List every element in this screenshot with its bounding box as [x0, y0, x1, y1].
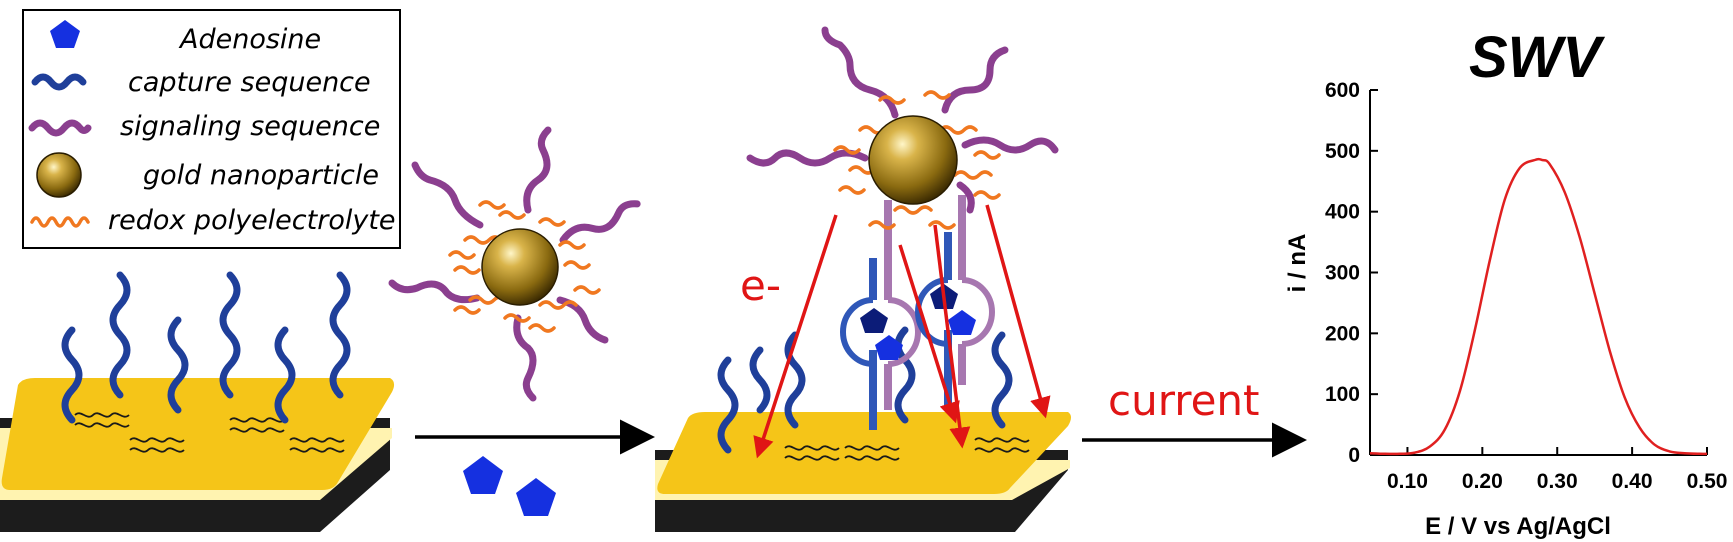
adenosine-icon: [50, 20, 80, 48]
x-tick-label: 0.50: [1687, 470, 1728, 493]
y-tick-label: 500: [1325, 140, 1360, 163]
adenosine-molecules: [463, 456, 556, 516]
x-tick-label: 0.30: [1537, 470, 1578, 493]
y-tick-label: 200: [1325, 322, 1360, 345]
legend-item-gold: gold nanoparticle: [36, 152, 379, 198]
electrode-gold-surface: [1, 378, 395, 490]
adenosine-icon: [948, 310, 976, 335]
y-tick-label: 0: [1348, 444, 1360, 467]
nanoparticle-conjugate-bound: [746, 26, 1059, 230]
x-tick-label: 0.20: [1462, 470, 1503, 493]
capture-strands: [61, 271, 351, 424]
swv-chart: SWV 0 100 200 300 400 500 600 0.10 0.20 0.30 0.40…: [1284, 25, 1727, 540]
legend-label-gold: gold nanoparticle: [143, 160, 379, 191]
capture-sequence-icon: [31, 73, 87, 91]
electrode-gold-surface: [657, 412, 1071, 494]
legend-label-signal: signaling sequence: [120, 111, 380, 142]
signal-strands: [746, 26, 1059, 214]
adenosine-icon: [875, 335, 903, 360]
legend-item-adenosine: Adenosine: [50, 20, 321, 55]
current-label: current: [1108, 376, 1260, 425]
adenosine-icon: [516, 478, 556, 516]
legend-label-adenosine: Adenosine: [178, 24, 321, 55]
adenosine-icon: [463, 456, 503, 494]
y-tick-label: 100: [1325, 383, 1360, 406]
y-tick-label: 600: [1325, 79, 1360, 102]
x-ticks: 0.10 0.20 0.30 0.40 0.50: [1387, 447, 1727, 493]
swv-curve: [1369, 157, 1708, 456]
gold-nanoparticle: [868, 115, 958, 205]
sandwich-complex: [840, 200, 921, 430]
x-axis-label: E / V vs Ag/AgCl: [1425, 513, 1611, 540]
x-tick-label: 0.40: [1612, 470, 1653, 493]
y-axis-label: i / nA: [1284, 234, 1311, 293]
surface-coils: [74, 412, 345, 453]
redox-shell: [448, 200, 601, 333]
legend-item-capture: capture sequence: [31, 67, 371, 98]
legend-item-signal: signaling sequence: [28, 111, 380, 142]
legend-label-redox: redox polyelectrolyte: [108, 205, 396, 236]
y-tick-label: 300: [1325, 262, 1360, 285]
surface-coils: [784, 437, 1030, 461]
y-ticks: 0 100 200 300 400 500 600: [1325, 79, 1378, 467]
electrode-bare: [0, 271, 395, 532]
x-tick-label: 0.10: [1387, 470, 1428, 493]
gold-nanoparticle: [481, 228, 559, 306]
chart-title: SWV: [1469, 25, 1605, 90]
signaling-sequence-icon: [28, 119, 92, 137]
legend-label-capture: capture sequence: [128, 67, 371, 98]
legend: Adenosine capture sequence signaling seq…: [22, 9, 401, 249]
adenosine-icon: [860, 308, 888, 333]
legend-item-redox: redox polyelectrolyte: [30, 205, 396, 236]
gold-nanoparticle-icon: [36, 152, 82, 198]
electron-label: e-: [740, 261, 781, 310]
redox-polyelectrolyte-icon: [30, 216, 90, 228]
y-tick-label: 400: [1325, 201, 1360, 224]
electron-transfer-arrows: [753, 204, 1051, 459]
nanoparticle-conjugate: [388, 126, 641, 402]
electrode-bound: [655, 195, 1071, 532]
